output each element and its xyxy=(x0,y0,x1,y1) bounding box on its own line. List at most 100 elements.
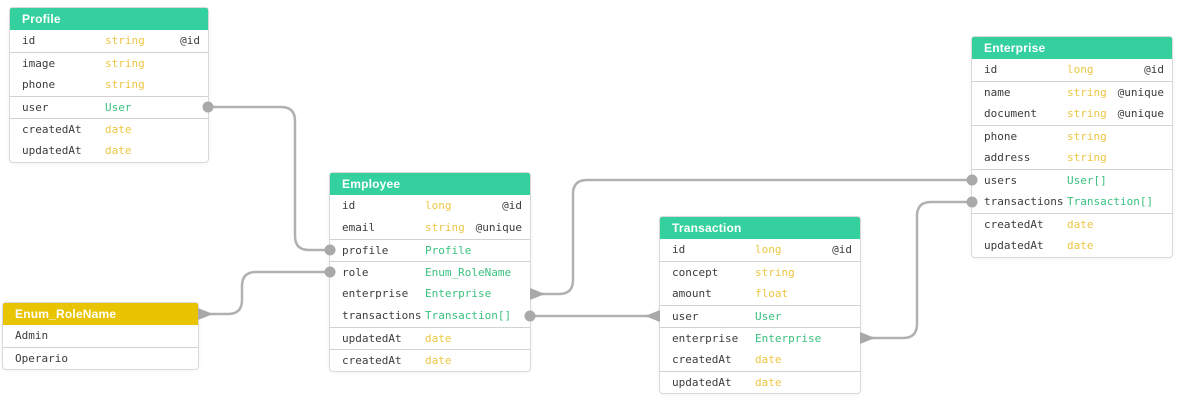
relation-edge-path xyxy=(208,105,330,252)
edge-arrow-marker xyxy=(530,288,545,300)
field-type: Transaction[] xyxy=(425,309,512,322)
field-type: float xyxy=(755,287,789,300)
field-row: id long @id xyxy=(330,195,530,217)
field-attribute: @unique xyxy=(1117,86,1164,99)
model-table-title[interactable]: Employee xyxy=(330,173,530,195)
field-name: updatedAt xyxy=(672,376,732,389)
field-type: User xyxy=(755,310,782,323)
model-table-title[interactable]: Enterprise xyxy=(972,37,1172,59)
field-row: Operario xyxy=(3,347,198,369)
field-name: createdAt xyxy=(22,123,82,136)
field-type: Enum_RoleName xyxy=(425,266,512,279)
field-attribute: @id xyxy=(180,34,200,47)
field-name: createdAt xyxy=(342,354,402,367)
field-name: user xyxy=(22,101,49,114)
relation-edge-transaction-enterprise--enterprise-transactions xyxy=(860,196,978,344)
field-name: email xyxy=(342,221,376,234)
field-name: Admin xyxy=(15,329,49,342)
field-name: createdAt xyxy=(672,353,732,366)
field-row: concept string xyxy=(660,261,860,283)
field-attribute: @unique xyxy=(1117,107,1164,120)
field-name: id xyxy=(342,199,356,212)
field-name: amount xyxy=(672,287,712,300)
field-name: concept xyxy=(672,266,719,279)
field-type: string xyxy=(755,266,795,279)
field-type: date xyxy=(755,353,782,366)
field-type: Transaction[] xyxy=(1067,195,1154,208)
edge-arrow-marker xyxy=(198,308,213,320)
field-name: id xyxy=(22,34,36,47)
field-row: createdAt date xyxy=(10,118,208,140)
field-row: createdAt date xyxy=(660,349,860,371)
field-type: long xyxy=(755,243,782,256)
field-attribute: @id xyxy=(502,199,522,212)
field-type: date xyxy=(105,144,132,157)
field-row: document string @unique xyxy=(972,103,1172,125)
field-name: profile xyxy=(342,244,389,257)
model-table-title[interactable]: Profile xyxy=(10,8,208,30)
field-type: date xyxy=(755,376,782,389)
enum-table-title[interactable]: Enum_RoleName xyxy=(3,303,198,325)
field-name: role xyxy=(342,266,369,279)
relation-edge-profile-user--employee-profile xyxy=(202,101,336,256)
model-table-title[interactable]: Transaction xyxy=(660,217,860,239)
field-row: user User xyxy=(10,96,208,118)
field-name: id xyxy=(984,63,998,76)
field-attribute: @unique xyxy=(475,221,522,234)
field-row: Admin xyxy=(3,325,198,347)
field-type: string xyxy=(1067,86,1107,99)
field-attribute: @id xyxy=(832,243,852,256)
field-type: Enterprise xyxy=(755,332,822,345)
field-name: image xyxy=(22,57,56,70)
field-name: address xyxy=(984,151,1031,164)
field-row: address string xyxy=(972,147,1172,169)
field-type: string xyxy=(1067,107,1107,120)
field-type: User xyxy=(105,101,132,114)
field-name: enterprise xyxy=(672,332,739,345)
field-type: long xyxy=(425,199,452,212)
field-row: updatedAt date xyxy=(660,371,860,393)
field-name: users xyxy=(984,174,1018,187)
field-type: date xyxy=(105,123,132,136)
edge-arrow-marker xyxy=(645,310,660,322)
relation-edge-employee-transactions--transaction-user xyxy=(524,310,660,322)
field-row: id string @id xyxy=(10,30,208,52)
field-row: role Enum_RoleName xyxy=(330,261,530,283)
field-type: string xyxy=(1067,151,1107,164)
field-name: transactions xyxy=(984,195,1064,208)
field-name: enterprise xyxy=(342,287,409,300)
field-name: phone xyxy=(22,78,56,91)
field-name: transactions xyxy=(342,309,422,322)
field-type: User[] xyxy=(1067,174,1107,187)
relation-edge-path xyxy=(860,200,972,340)
field-attribute: @id xyxy=(1144,63,1164,76)
field-name: user xyxy=(672,310,699,323)
field-row: enterprise Enterprise xyxy=(660,327,860,349)
field-name: createdAt xyxy=(984,218,1044,231)
field-name: Operario xyxy=(15,352,68,365)
field-row: amount float xyxy=(660,283,860,305)
field-name: document xyxy=(984,107,1037,120)
field-type: string xyxy=(105,34,145,47)
field-row: user User xyxy=(660,305,860,327)
field-type: date xyxy=(1067,239,1094,252)
